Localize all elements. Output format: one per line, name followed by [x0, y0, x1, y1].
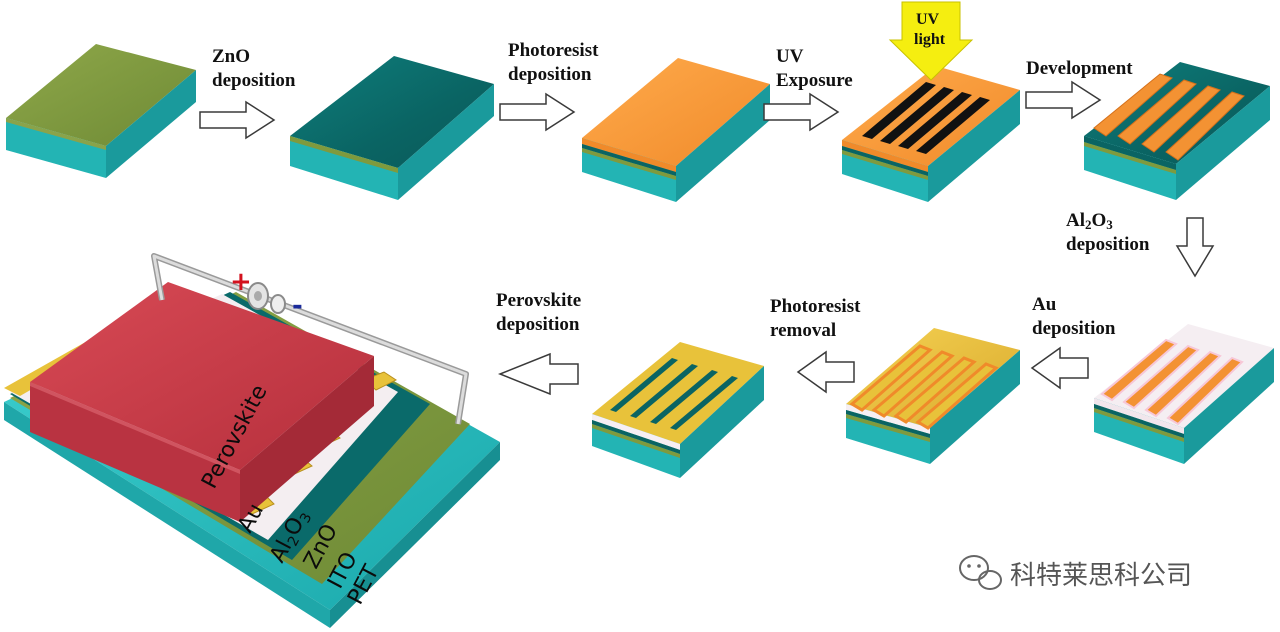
label-uv-exposure-1: UV — [776, 46, 804, 67]
sample-uv-exposure — [842, 66, 1020, 202]
sample-development — [1084, 62, 1270, 200]
wechat-icon — [959, 555, 1002, 590]
arrow-5 — [1175, 217, 1215, 278]
arrow-2 — [499, 92, 576, 132]
label-zno-2: deposition — [212, 70, 296, 91]
arrow-8 — [497, 352, 579, 396]
arrow-3 — [763, 92, 840, 132]
label-au-2: deposition — [1032, 318, 1116, 339]
final-device — [4, 253, 500, 628]
sample-al2o3 — [1094, 324, 1274, 464]
minus-sign: - — [292, 291, 303, 321]
label-photoresist-rem-2: removal — [770, 320, 836, 341]
arrow-7 — [796, 350, 855, 394]
sample-zno — [290, 56, 494, 200]
label-photoresist-dep-1: Photoresist — [508, 40, 599, 61]
label-development: Development — [1026, 58, 1133, 79]
label-photoresist-dep-2: deposition — [508, 64, 592, 85]
label-uv-exposure-2: Exposure — [776, 70, 853, 91]
label-uv-light-2: light — [914, 31, 946, 48]
label-perovskite-dep-2: deposition — [496, 314, 580, 335]
sample-photoresist-removed — [592, 342, 764, 478]
label-al2o3: Al2O3 — [1066, 210, 1113, 232]
label-zno-1: ZnO — [212, 46, 250, 67]
label-al2o3-deposition: deposition — [1066, 234, 1150, 255]
arrow-4 — [1025, 80, 1102, 120]
sample-au — [846, 328, 1020, 464]
label-perovskite-dep-1: Perovskite — [496, 290, 581, 311]
label-uv-light-1: UV — [916, 11, 940, 28]
sample-ito-pet — [6, 44, 196, 178]
label-au-1: Au — [1032, 294, 1057, 315]
label-photoresist-rem-1: Photoresist — [770, 296, 861, 317]
arrow-6 — [1030, 346, 1089, 390]
watermark-text: 科特莱思科公司 — [1010, 561, 1192, 591]
plus-sign: + — [230, 267, 252, 297]
arrow-1 — [199, 100, 276, 140]
process-arrows — [199, 80, 1215, 396]
sample-photoresist — [582, 58, 770, 202]
uv-light-arrow — [888, 1, 974, 81]
